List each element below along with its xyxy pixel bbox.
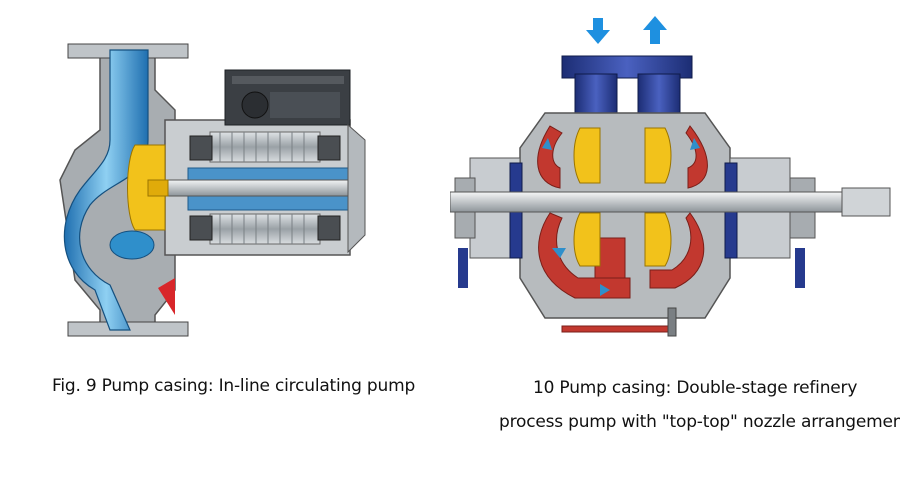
impeller-stage-1	[573, 127, 601, 184]
figure-10-caption-line-2: process pump with "top-top" nozzle arran…	[499, 412, 900, 432]
inline-pump-illustration	[40, 30, 390, 360]
shaft	[159, 179, 361, 197]
double-stage-pump-drawing	[449, 16, 891, 337]
stator-bottom	[209, 213, 321, 245]
down-arrow-icon	[586, 18, 610, 44]
discharge-nozzle	[637, 73, 681, 120]
red-marker	[158, 278, 175, 315]
suction-nozzle	[574, 73, 618, 120]
inline-pump-drawing	[59, 43, 366, 337]
drain-line	[561, 325, 673, 333]
impeller	[127, 144, 166, 231]
nozzle-flange	[561, 55, 693, 79]
figure-9-caption: Fig. 9 Pump casing: In-line circulating …	[52, 376, 416, 396]
flow-channel	[63, 49, 149, 331]
figure-10-caption-line-1: 10 Pump casing: Double-stage refinery	[533, 378, 858, 398]
double-stage-pump-illustration	[449, 8, 900, 358]
up-arrow-icon	[643, 16, 667, 44]
shaft	[449, 191, 891, 213]
impeller-stage-2	[644, 127, 672, 184]
